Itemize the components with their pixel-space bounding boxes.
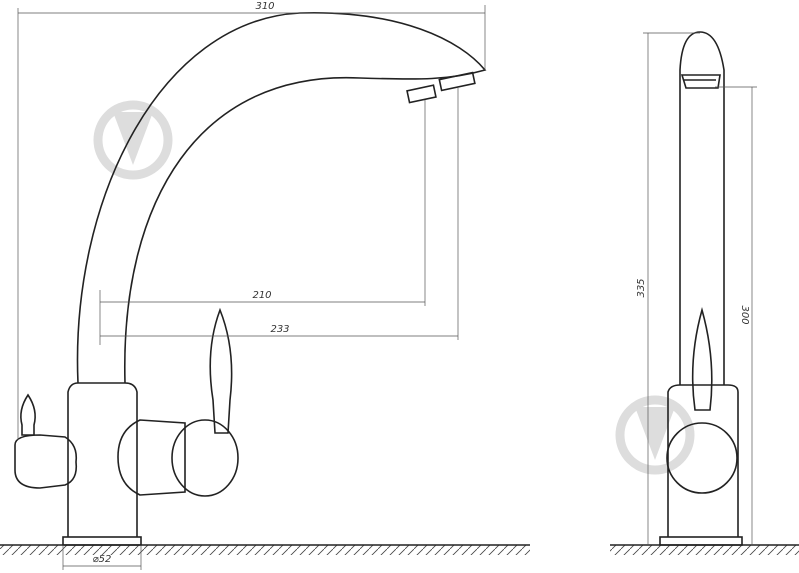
lever — [209, 307, 233, 434]
side-nozzle — [680, 74, 721, 89]
base-plate — [62, 536, 142, 546]
ground-hatch — [0, 545, 530, 555]
dimension-210: 210 — [252, 290, 271, 301]
side-knob — [666, 422, 738, 494]
ground-hatch-side — [610, 545, 799, 555]
side-lever — [691, 307, 713, 411]
dimension-base-diameter: ⌀52 — [93, 554, 112, 565]
dimension-310: 310 — [255, 1, 274, 12]
nozzle-1 — [406, 84, 437, 104]
spout — [76, 12, 487, 384]
side-view: 335 300 — [610, 31, 799, 555]
dimension-300: 300 — [739, 305, 750, 324]
left-lever — [20, 393, 36, 436]
right-knob-cylinder — [117, 419, 186, 496]
side-column — [679, 31, 725, 385]
front-view: 310 210 233 ⌀52 — [0, 1, 530, 570]
nozzle-2 — [438, 71, 476, 92]
dimension-233: 233 — [270, 324, 289, 335]
left-handle — [14, 434, 78, 489]
body — [67, 382, 138, 537]
right-knob-dome — [171, 419, 239, 497]
side-body — [667, 384, 739, 537]
dimension-335: 335 — [636, 278, 647, 297]
watermark-icon — [93, 100, 695, 475]
side-base-plate — [659, 536, 743, 546]
